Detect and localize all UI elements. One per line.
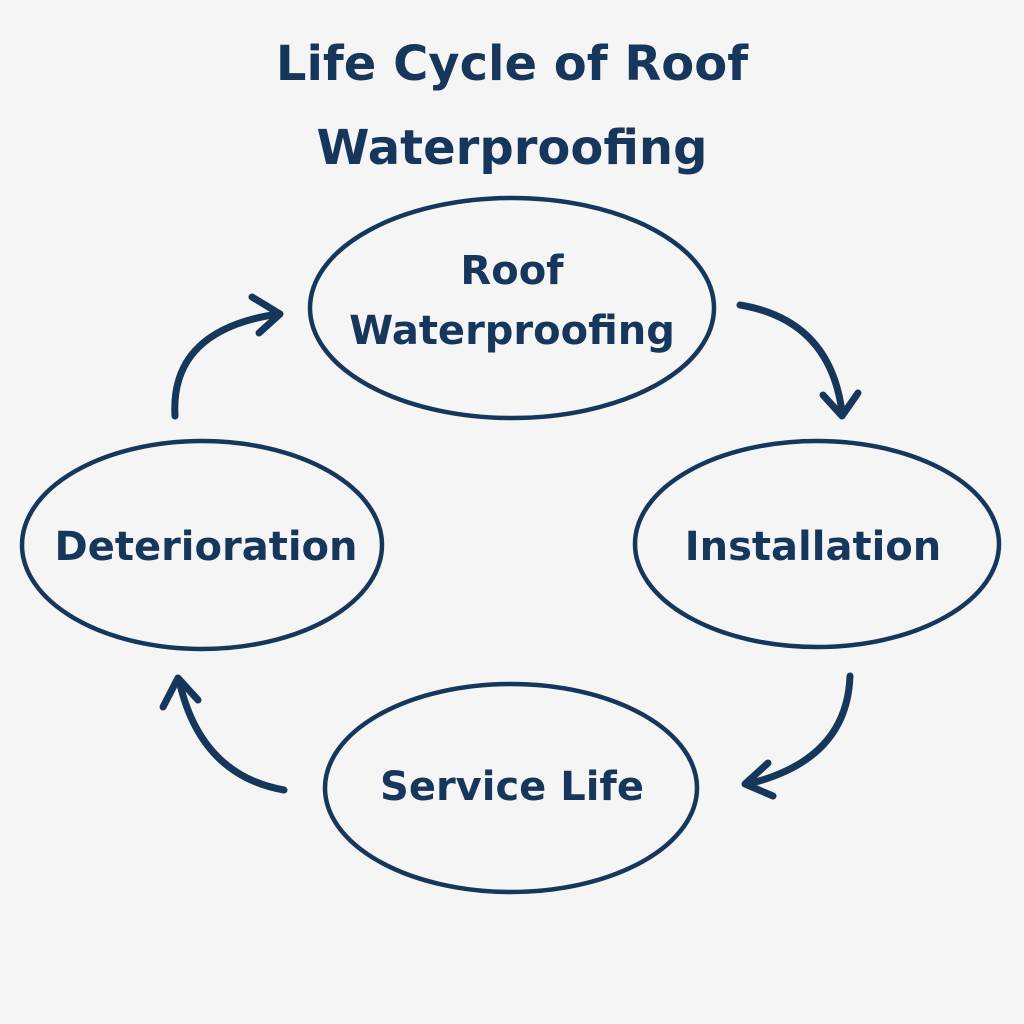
arrow-service-life-to-deterioration-shaft [175,676,288,794]
arrow-deterioration-to-roof-head [248,293,284,337]
node-installation-ellipse [632,438,1002,650]
arrow-installation-to-service-life [741,672,854,800]
arrow-deterioration-to-roof [171,293,284,420]
node-installation-label: Installation [685,524,941,570]
arrow-service-life-to-deterioration-head [159,674,202,711]
arrow-roof-to-installation-head [819,389,862,420]
node-service-life-ellipse [322,681,700,895]
arrow-service-life-to-deterioration [159,674,288,794]
node-service-life-label: Service Life [380,764,644,810]
arrow-roof-to-installation [736,301,862,420]
arrow-roof-to-installation-shaft [736,301,846,416]
diagram-title: Life Cycle of Roof Waterproofing [0,22,1024,190]
arrow-installation-to-service-life-head [741,759,777,800]
node-roof-waterproofing-label-line-1: Roof [460,248,564,294]
node-deterioration: Deterioration [19,438,385,652]
arrow-deterioration-to-roof-shaft [171,310,282,420]
node-service-life: Service Life [322,681,700,895]
arrow-installation-to-service-life-shaft [744,672,854,788]
node-roof-waterproofing: Roof Waterproofing [307,195,717,421]
node-roof-waterproofing-ellipse [307,195,717,421]
node-roof-waterproofing-label-line-2: Waterproofing [349,308,675,354]
title-line-1: Life Cycle of Roof [275,36,749,92]
node-installation: Installation [632,438,1002,650]
node-deterioration-ellipse [19,438,385,652]
node-deterioration-label: Deterioration [54,524,357,570]
title-line-2: Waterproofing [316,120,708,176]
